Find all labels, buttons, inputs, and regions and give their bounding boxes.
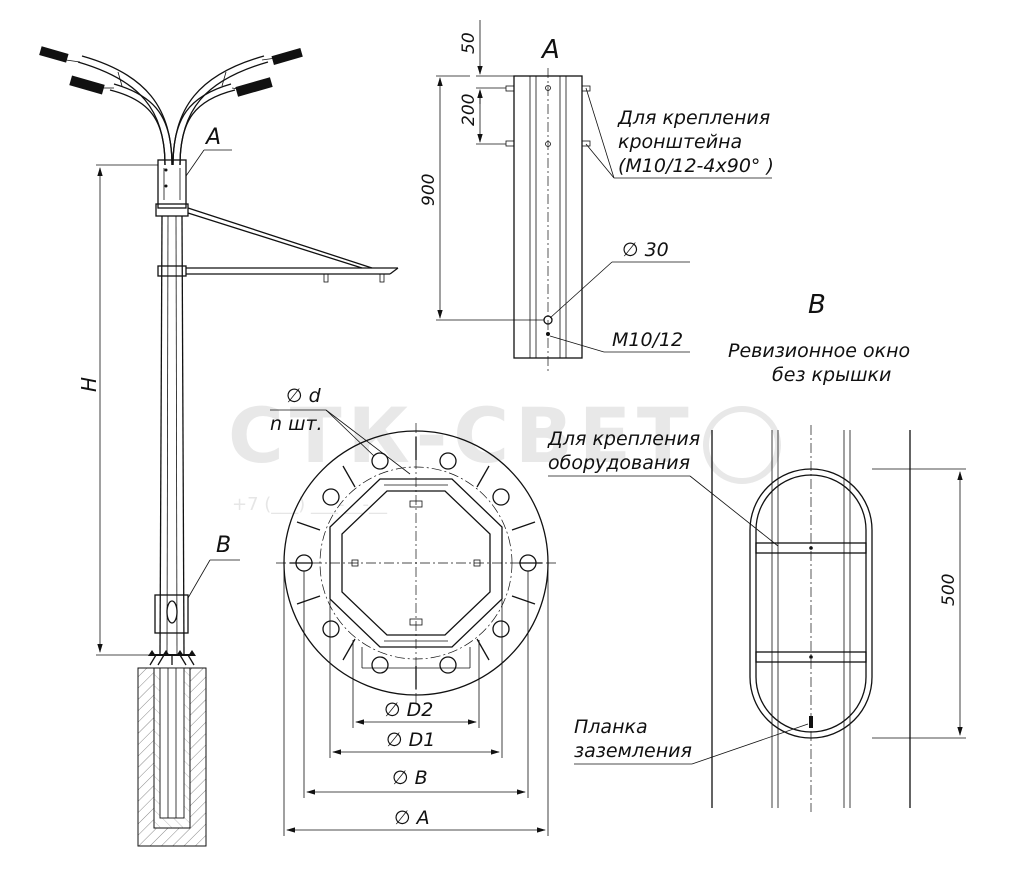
pole-elevation: H A B	[39, 46, 399, 847]
dim-900: 900	[419, 174, 439, 206]
bracket-note-line3: (M10/12-4x90° )	[618, 155, 774, 177]
bracket-note-line1: Для крепления	[617, 107, 770, 129]
dim-50: 50	[459, 32, 479, 54]
detail-a-title: A	[540, 35, 560, 65]
lamp-head	[235, 77, 273, 97]
a-label: ∅ A	[394, 807, 430, 829]
flange-hole-label: ∅ d	[286, 385, 322, 407]
b-label: ∅ B	[392, 767, 428, 789]
callout-a-label: A	[204, 125, 221, 150]
watermark-brand: СТК-СВЕТ	[228, 391, 695, 480]
ground-note-line2: заземления	[574, 740, 692, 762]
inspection-window	[749, 468, 873, 739]
flange-hole-count: n шт.	[270, 413, 323, 435]
detail-b-subtitle-line2: без крышки	[772, 364, 891, 386]
lamp-head	[69, 75, 105, 95]
detail-a: A 50 200 900	[419, 20, 774, 372]
watermark-logo	[703, 406, 781, 484]
detail-b-subtitle-line1: Ревизионное окно	[728, 340, 910, 362]
foundation	[137, 667, 207, 847]
top-sleeve	[157, 159, 187, 209]
detail-b-title: B	[808, 290, 826, 320]
height-label: H	[77, 377, 101, 392]
hole-30-label: ∅ 30	[622, 239, 669, 261]
watermark-phone: +7 (___) ___-__-__	[232, 494, 388, 515]
callout-b-label: B	[216, 533, 231, 558]
dim-200: 200	[459, 94, 479, 126]
d2-label: ∅ D2	[384, 699, 433, 721]
lamp-heads	[39, 46, 303, 97]
ground-note-line1: Планка	[574, 716, 648, 738]
bracket-note-line2: кронштейна	[618, 131, 742, 153]
detail-b-heading: B Ревизионное окно без крышки	[728, 290, 910, 386]
lamp-head	[271, 48, 303, 65]
bolt-m10-label: M10/12	[612, 329, 683, 351]
lamp-head	[39, 46, 69, 63]
bolt-m10	[546, 332, 550, 336]
flange-plan: ∅ d n шт. ∅ D2 ∅ D1 ∅ B ∅ A	[270, 385, 556, 836]
detail-b: Для крепления оборудования 500 Планка за…	[547, 425, 966, 812]
equipment-strap	[755, 651, 867, 663]
bracket-arms	[77, 55, 269, 166]
dim-500: 500	[939, 574, 959, 606]
equipment-strap	[755, 542, 867, 554]
pole-inspection-box	[154, 594, 189, 634]
bracket-bolts	[505, 85, 591, 147]
grounding-strip	[809, 716, 813, 728]
equipment-note-line1: Для крепления	[547, 428, 700, 450]
d1-label: ∅ D1	[386, 729, 435, 751]
equipment-note-line2: оборудования	[548, 452, 690, 474]
